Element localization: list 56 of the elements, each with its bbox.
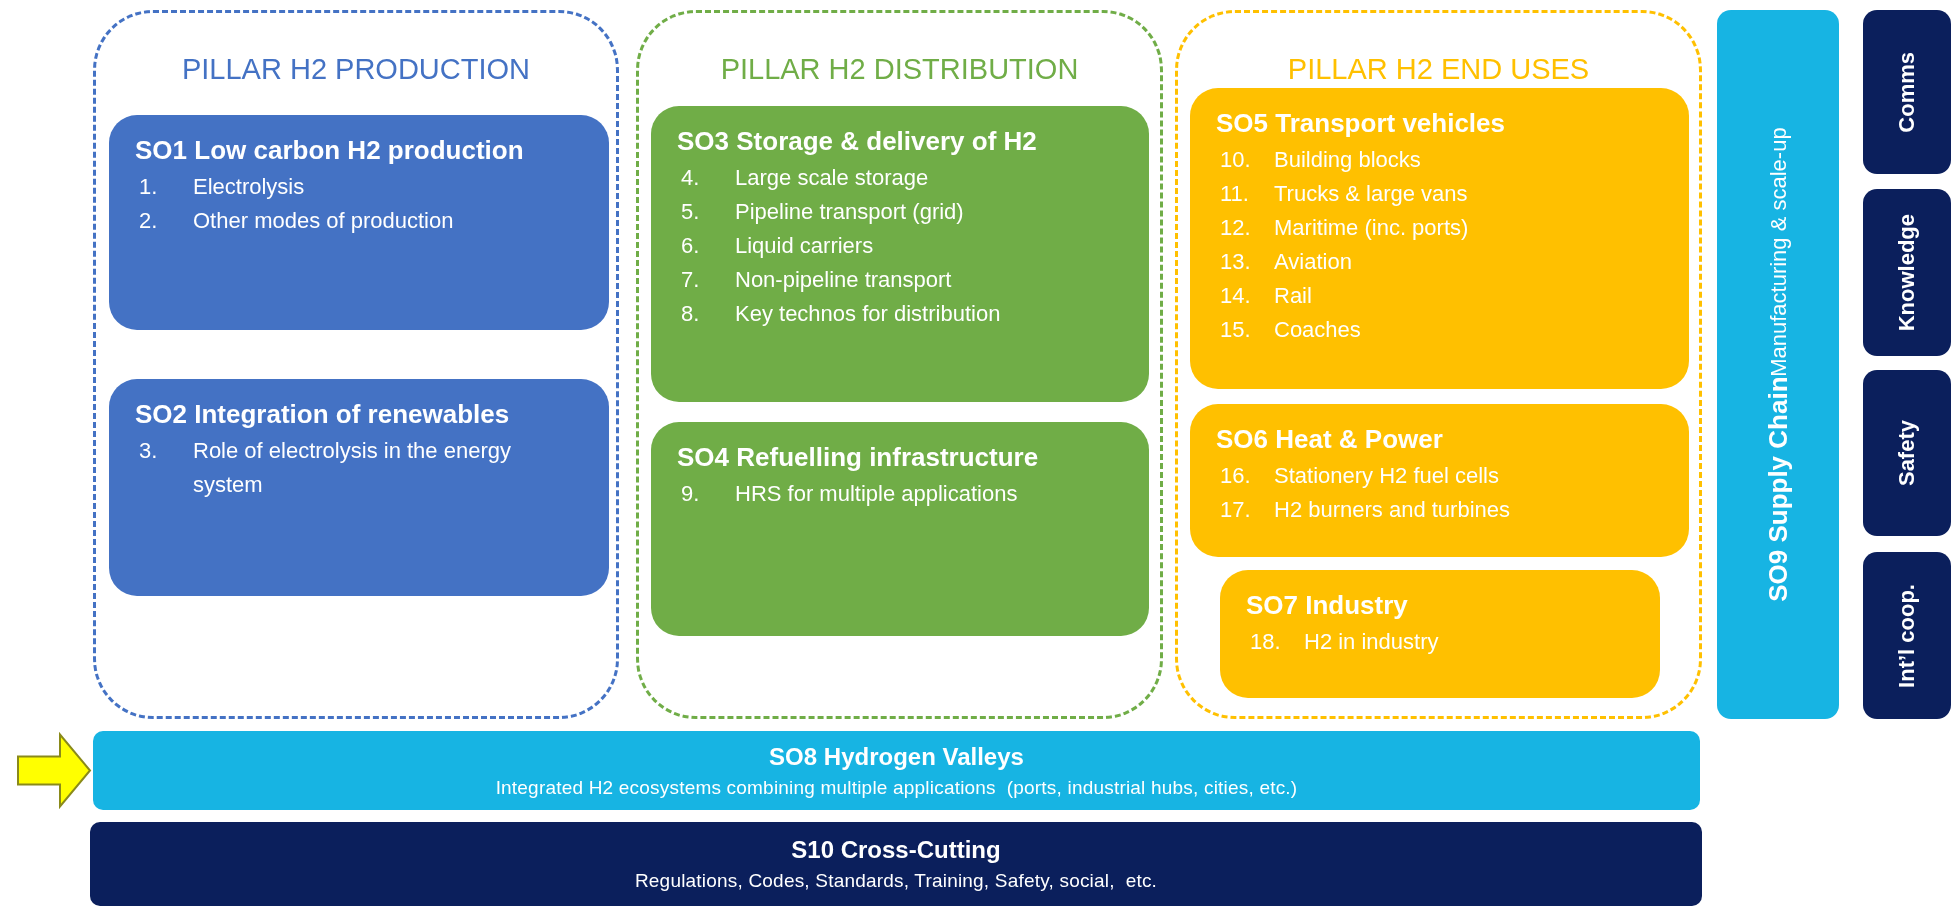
band-subtitle: Regulations, Codes, Standards, Training, Safety, social, etc. bbox=[634, 870, 1158, 892]
card-heading: SO3 Storage & delivery of H2 bbox=[677, 126, 1037, 157]
theme-tab bbox=[1863, 552, 1951, 719]
list-item: 9. HRS for multiple applications bbox=[680, 480, 1019, 508]
objective-bar bbox=[1717, 10, 1839, 719]
band-subtitle: Integrated H2 ecosystems combining multiple applications (ports, industrial hubs, cities, etc.) bbox=[495, 776, 1298, 799]
card-heading: SO5 Transport vehicles bbox=[1216, 108, 1505, 139]
band-heading: SO8 Hydrogen Valleys bbox=[769, 742, 1024, 771]
objective-card bbox=[651, 106, 1149, 402]
band-heading: S10 Cross-Cutting bbox=[791, 836, 1001, 864]
pillar-frame bbox=[93, 10, 619, 719]
list-item: 18. H2 in industry bbox=[1249, 628, 1440, 656]
pillar-frame bbox=[636, 10, 1163, 719]
objective-card bbox=[109, 379, 609, 596]
pillar-frame bbox=[1175, 10, 1702, 719]
list-item: 5. Pipeline transport (grid) bbox=[680, 198, 965, 226]
bar-subtitle: Manufacturing & scale-up bbox=[1765, 127, 1791, 377]
card-heading: SO4 Refuelling infrastructure bbox=[677, 442, 1039, 473]
objective-card bbox=[651, 422, 1149, 636]
bar-heading: Int’l coop. bbox=[1894, 583, 1920, 688]
list-item: 15. Coaches bbox=[1219, 316, 1362, 344]
list-item: 6. Liquid carriers bbox=[680, 232, 875, 260]
bar-heading: SO9 Supply Chain bbox=[1762, 376, 1794, 602]
objective-card bbox=[1190, 88, 1689, 389]
list-item: 1. Electrolysis bbox=[138, 173, 306, 201]
pillar-title: PILLAR H2 DISTRIBUTION bbox=[719, 53, 1080, 86]
pillar-title: PILLAR H2 PRODUCTION bbox=[180, 53, 532, 86]
list-item: 16. Stationery H2 fuel cells bbox=[1219, 462, 1500, 490]
list-item: 4. Large scale storage bbox=[680, 164, 930, 192]
list-item: 3. Role of electrolysis in the energy system bbox=[138, 437, 512, 499]
bar-heading: Comms bbox=[1894, 51, 1920, 133]
list-item: 8. Key technos for distribution bbox=[680, 300, 1002, 328]
theme-tab bbox=[1863, 189, 1951, 356]
card-heading: SO7 Industry bbox=[1246, 590, 1408, 621]
list-item: 2. Other modes of production bbox=[138, 207, 455, 235]
list-item: 7. Non-pipeline transport bbox=[680, 266, 953, 294]
block-arrow bbox=[17, 731, 92, 810]
objective-card bbox=[109, 115, 609, 330]
objective-card bbox=[1220, 570, 1660, 698]
theme-tab bbox=[1863, 10, 1951, 174]
bar-heading: Knowledge bbox=[1894, 213, 1920, 332]
card-heading: SO6 Heat & Power bbox=[1216, 424, 1443, 455]
objective-band bbox=[93, 731, 1700, 810]
list-item: 10. Building blocks bbox=[1219, 146, 1422, 174]
card-heading: SO2 Integration of renewables bbox=[135, 399, 510, 430]
objective-card bbox=[1190, 404, 1689, 557]
list-item: 17. H2 burners and turbines bbox=[1219, 496, 1512, 524]
list-item: 14. Rail bbox=[1219, 282, 1313, 310]
theme-tab bbox=[1863, 370, 1951, 536]
bar-heading: Safety bbox=[1894, 419, 1920, 486]
pillar-title: PILLAR H2 END USES bbox=[1286, 53, 1591, 86]
card-heading: SO1 Low carbon H2 production bbox=[135, 135, 524, 166]
list-item: 12. Maritime (inc. ports) bbox=[1219, 214, 1470, 242]
objective-band bbox=[90, 822, 1702, 906]
list-item: 11. Trucks & large vans bbox=[1219, 180, 1469, 208]
list-item: 13. Aviation bbox=[1219, 248, 1353, 276]
